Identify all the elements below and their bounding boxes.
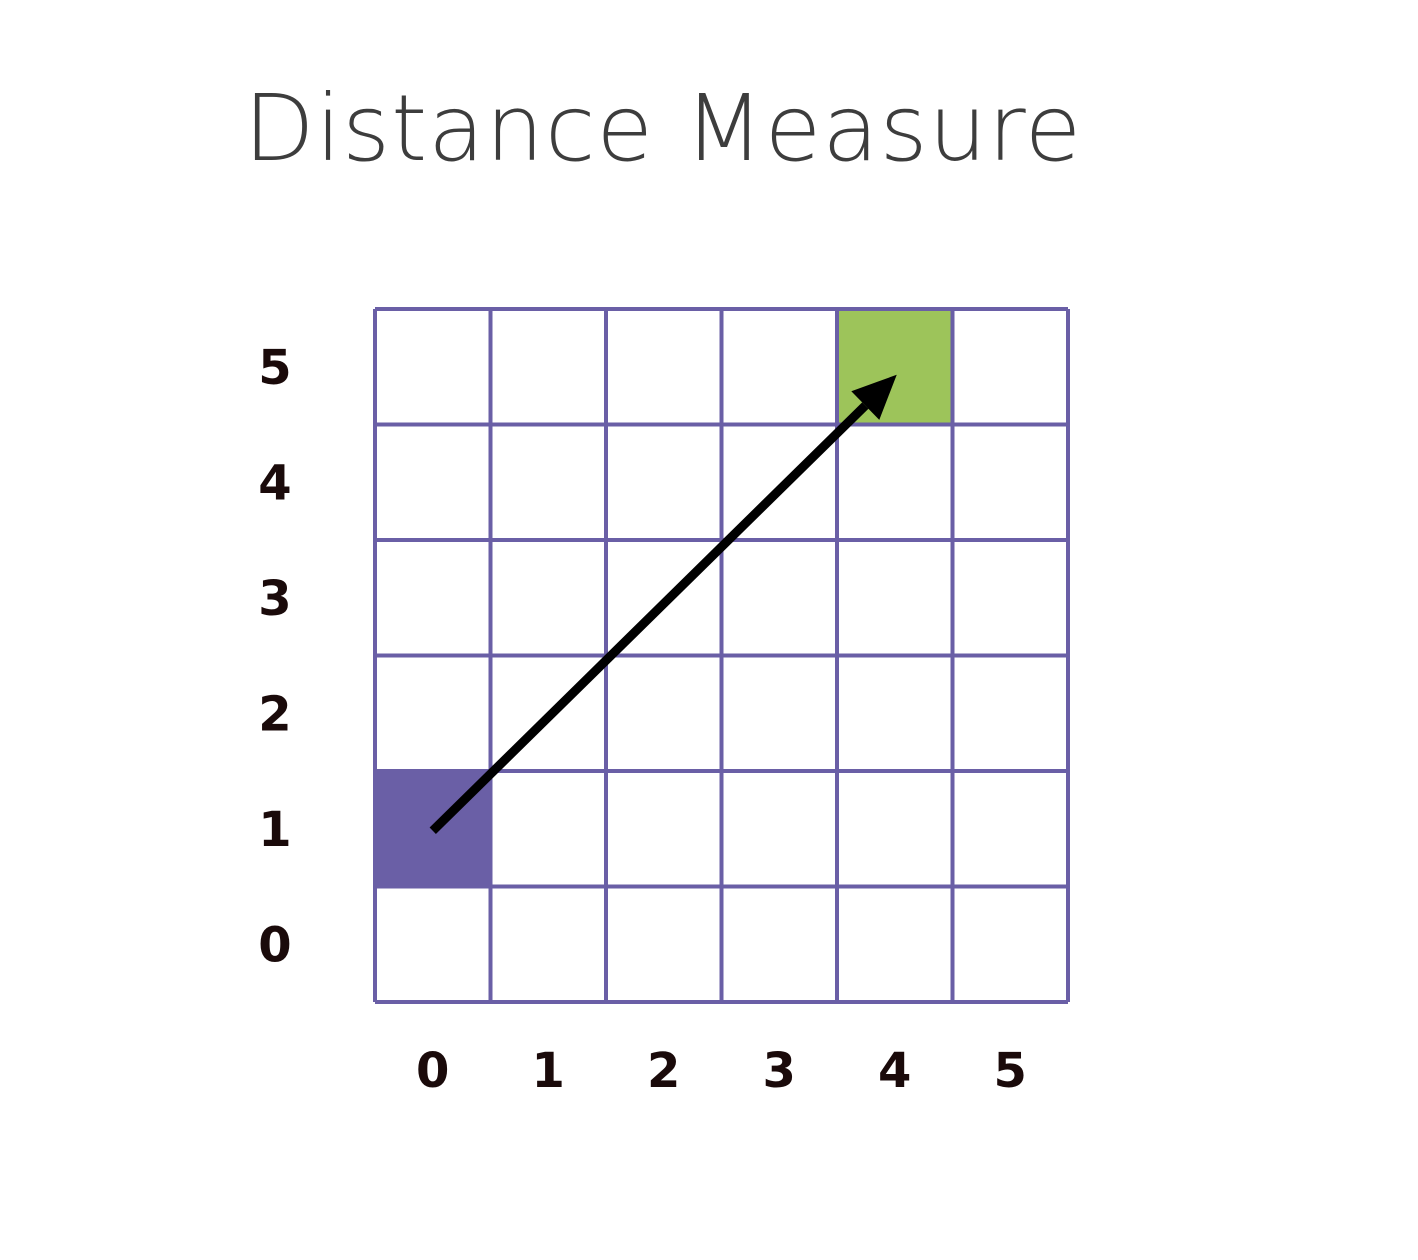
x-axis-tick-label: 3 [763,1043,796,1099]
page-title: Distance Measure [243,75,1083,182]
y-axis-labels: 5 4 3 2 1 0 [258,340,291,974]
y-axis-tick-label: 1 [258,802,291,858]
distance-arrow [429,374,897,834]
y-axis-tick-label: 5 [258,340,291,396]
x-axis-tick-label: 0 [416,1043,449,1099]
y-axis-tick-label: 2 [258,686,291,742]
x-axis-labels: 0 1 2 3 4 5 [416,1043,1027,1099]
x-axis-tick-label: 1 [532,1043,565,1099]
arrow-shaft [429,402,869,834]
arrow-head [851,374,897,420]
x-axis-tick-label: 2 [647,1043,680,1099]
y-axis-tick-label: 4 [258,455,291,511]
end-cell [837,309,953,425]
x-axis-tick-label: 4 [878,1043,911,1099]
y-axis-tick-label: 0 [258,917,291,973]
y-axis-tick-label: 3 [258,571,291,627]
grid-lines [373,307,1070,1004]
x-axis-tick-label: 5 [994,1043,1027,1099]
